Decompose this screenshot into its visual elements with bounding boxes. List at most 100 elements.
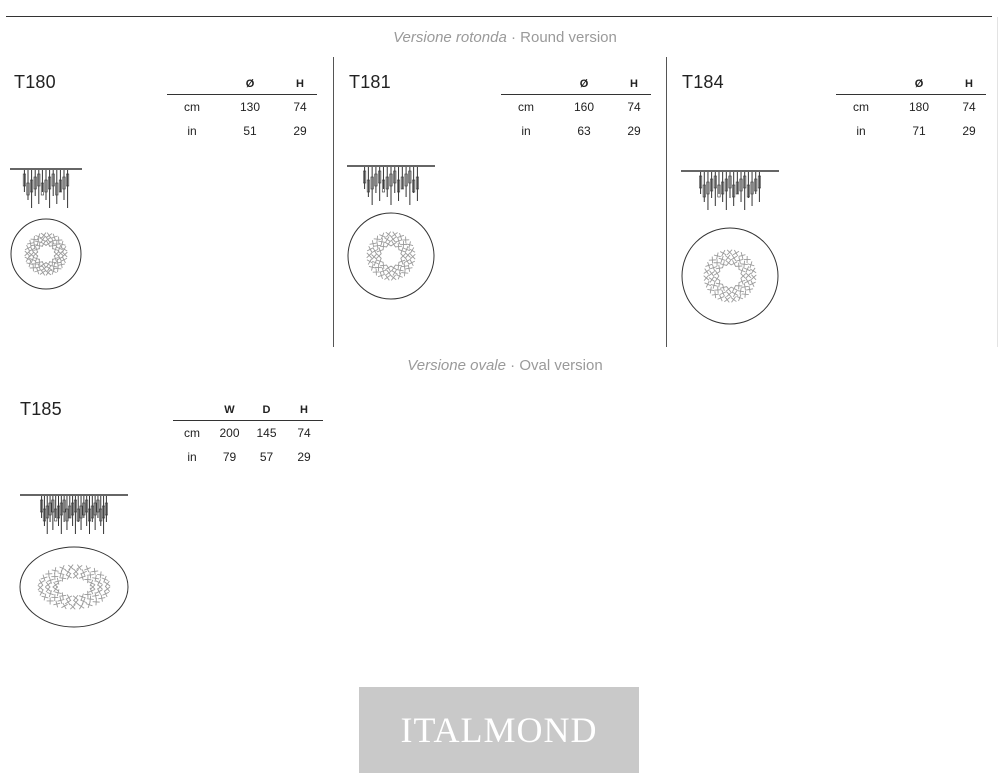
crystal-mark <box>396 274 403 278</box>
crystal-mark <box>28 251 35 258</box>
crystal-prism <box>732 184 736 198</box>
crystal-prism <box>44 179 48 193</box>
crystal-mark <box>724 296 730 303</box>
crystal-mark <box>738 256 741 264</box>
crystal-mark <box>28 247 36 252</box>
crystal-mark <box>378 257 382 265</box>
crystal-mark <box>89 571 92 579</box>
crystal-mark <box>390 265 397 271</box>
model-name: T185 <box>20 399 62 419</box>
table-row: cm 130 74 <box>167 95 317 120</box>
crystal-mark <box>400 253 406 259</box>
crystal-prism <box>96 499 100 513</box>
crystal-mark <box>738 279 746 284</box>
table-cell: 180 <box>908 100 930 114</box>
crystal-mark <box>397 237 401 245</box>
dimensions-table: W D H cm 200 145 74 in 79 57 29 <box>173 400 323 469</box>
crystal-mark <box>717 286 719 294</box>
crystal-mark <box>60 240 64 248</box>
crystal-mark <box>745 272 752 279</box>
crystal-mark <box>373 244 382 247</box>
table-header: H <box>285 400 323 421</box>
top-rule <box>6 16 992 17</box>
crystal-mark <box>408 260 416 265</box>
crystal-mark <box>25 255 30 263</box>
crystal-prism <box>412 179 416 193</box>
crystal-mark <box>30 238 38 241</box>
crystal-mark <box>65 598 71 606</box>
crystal-mark <box>99 571 102 579</box>
crystal-mark <box>78 595 86 599</box>
crystal-mark <box>61 251 68 258</box>
crystal-prism <box>62 176 66 190</box>
crystal-mark <box>46 578 54 582</box>
crystal-mark <box>57 244 62 252</box>
table-row: in 63 29 <box>501 119 651 143</box>
crystal-mark <box>718 280 721 288</box>
crystal-prism <box>102 505 106 519</box>
crystal-mark <box>409 253 416 260</box>
crystal-mark <box>78 604 85 609</box>
section-title-oval: Versione ovale · Oval version <box>0 357 999 374</box>
unit-label: in <box>856 124 866 138</box>
crystal-mark <box>89 579 94 587</box>
crystal-prism <box>37 173 41 187</box>
crystal-prism <box>22 173 26 187</box>
crystal-mark <box>85 565 90 573</box>
table-cell: 200 <box>219 426 240 440</box>
crystal-mark <box>80 599 87 604</box>
table-header: Ø <box>551 74 617 95</box>
crystal-mark <box>741 285 749 288</box>
crystal-mark <box>726 249 733 256</box>
crystal-prism <box>93 502 97 516</box>
crystal-mark <box>718 257 726 261</box>
crystal-prism <box>79 505 83 519</box>
logo-text: ITALMOND <box>400 710 598 750</box>
crystal-mark <box>102 591 109 596</box>
crystal-prism <box>65 508 69 522</box>
crystal-mark <box>749 281 756 286</box>
crystal-mark <box>371 248 379 254</box>
unit-label: cm <box>518 100 534 114</box>
chandelier-side-view <box>10 168 82 208</box>
crystal-mark <box>403 258 411 264</box>
crystal-prism <box>30 179 34 193</box>
unit-label: in <box>521 124 531 138</box>
crystal-mark <box>30 256 35 264</box>
crystal-mark <box>405 267 413 270</box>
crystal-prism <box>381 179 385 193</box>
table-header: Ø <box>886 74 952 95</box>
crystal-mark <box>705 280 710 288</box>
crystal-mark <box>37 580 45 585</box>
table-header-row: W D H <box>173 400 323 421</box>
crystal-prism <box>99 508 103 522</box>
crystal-prism <box>87 508 91 522</box>
crystal-mark <box>57 572 65 576</box>
crystal-mark <box>45 586 51 593</box>
chandelier-plan-view <box>10 218 82 290</box>
crystal-mark <box>740 273 746 279</box>
crystal-mark <box>709 276 715 283</box>
crystal-prism <box>378 170 382 184</box>
crystal-mark <box>379 245 387 248</box>
crystal-prism <box>743 175 747 189</box>
crystal-mark <box>386 269 392 276</box>
crystal-mark <box>725 260 732 266</box>
table-header: D <box>248 400 285 421</box>
crystal-mark <box>28 260 32 268</box>
crystal-prism <box>393 170 397 184</box>
crystal-mark <box>54 579 62 583</box>
crystal-mark <box>397 243 400 251</box>
section-title-italian: Versione rotonda <box>393 29 507 46</box>
crystal-mark <box>45 270 52 276</box>
crystal-mark <box>62 245 67 253</box>
crystal-prism <box>400 176 404 190</box>
crystal-prism <box>73 499 77 513</box>
crystal-prism <box>54 508 58 522</box>
chandelier-plan-view <box>19 546 129 628</box>
crystal-mark <box>66 594 71 601</box>
crystal-prism <box>728 175 732 189</box>
crystal-mark <box>373 259 378 266</box>
crystal-prism <box>706 181 710 195</box>
crystal-prism <box>754 178 758 192</box>
